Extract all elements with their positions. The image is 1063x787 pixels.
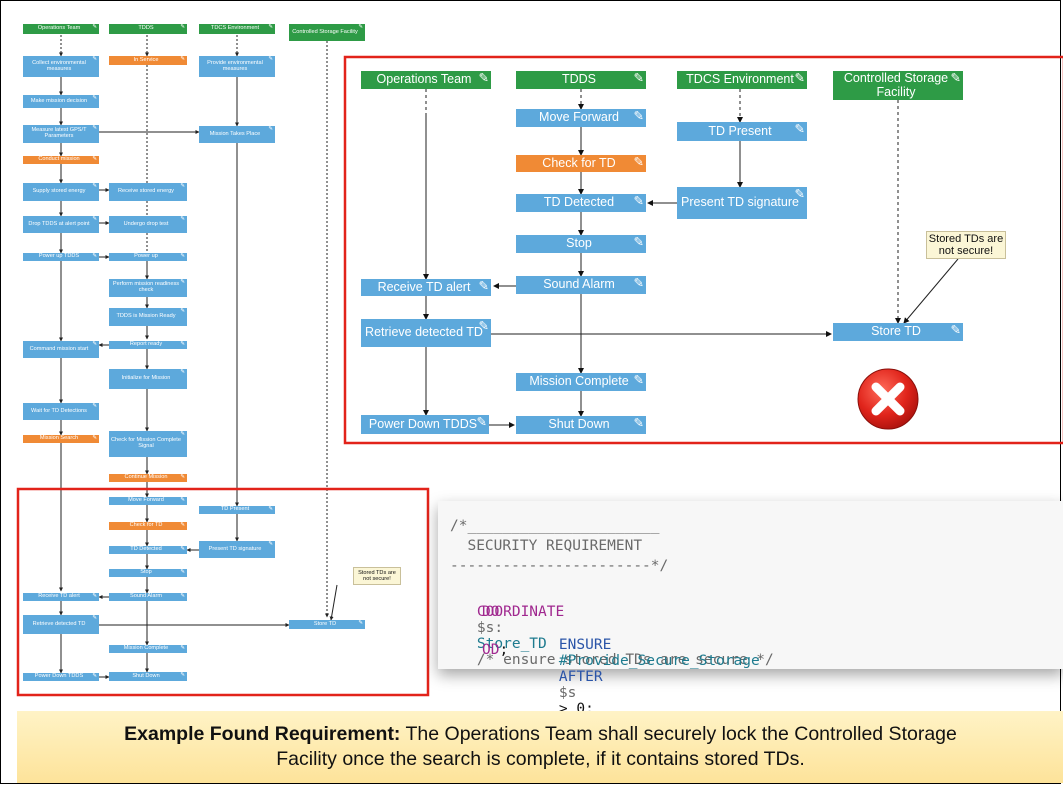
code-inline-comment: /* ensure stored TDs are secure */ bbox=[476, 652, 774, 668]
zoom-node-store-td[interactable]: Store TD✎ bbox=[833, 323, 963, 341]
code-target: #Provide_Secure_Storage bbox=[558, 653, 760, 669]
zoom-note-not-secure: Stored TDs are not secure! bbox=[926, 231, 1006, 259]
code-keyword-ensure: ENSURE bbox=[558, 637, 612, 653]
overview-lane-controlled-storage[interactable]: Controlled Storage Facility✎ bbox=[289, 24, 365, 41]
security-requirement-code: /*______________________ SECURITY REQUIR… bbox=[438, 501, 1063, 717]
banner-line-1: Example Found Requirement: The Operation… bbox=[124, 722, 957, 747]
code-keyword-coordinate: COORDINATE bbox=[476, 604, 565, 620]
overview-node-wait[interactable]: Wait for TD Detections✎ bbox=[23, 403, 99, 420]
banner-label: Example Found Requirement: bbox=[124, 723, 401, 745]
overview-node-receive-alert[interactable]: Receive TD alert✎ bbox=[23, 593, 99, 601]
overview-node-mission-search[interactable]: Mission Search✎ bbox=[23, 435, 99, 443]
overview-node-make-mission[interactable]: Make mission decision✎ bbox=[23, 95, 99, 108]
code-event: Store_TD bbox=[476, 636, 547, 652]
overview-node-stop[interactable]: Stop✎ bbox=[109, 569, 187, 577]
zoom-node-retrieve[interactable]: Retrieve detected TD✎ bbox=[361, 319, 491, 347]
code-comment-rule-top: /*______________________ bbox=[450, 518, 660, 534]
overview-node-power-down[interactable]: Power Down TDDS✎ bbox=[23, 673, 99, 681]
overview-node-collect[interactable]: Collect environmental measures✎ bbox=[23, 56, 99, 77]
overview-node-power-up[interactable]: Power up✎ bbox=[109, 253, 187, 261]
code-keyword-after: AFTER bbox=[558, 669, 603, 685]
banner-text-1: The Operations Team shall securely lock … bbox=[405, 723, 957, 745]
overview-node-power-up-tdds[interactable]: Power up TDDS✎ bbox=[23, 253, 99, 261]
overview-node-td-detected[interactable]: TD Detected✎ bbox=[109, 546, 187, 554]
error-x-icon bbox=[857, 368, 919, 430]
overview-node-undergo[interactable]: Undergo drop test✎ bbox=[109, 216, 187, 233]
zoom-lane-operations-team[interactable]: Operations Team✎ bbox=[361, 71, 491, 89]
zoom-lane-tdcs-environment[interactable]: TDCS Environment✎ bbox=[677, 71, 807, 89]
code-semicolon: ; bbox=[499, 642, 509, 658]
zoom-node-stop[interactable]: Stop✎ bbox=[516, 235, 646, 253]
overview-lane-operations-team[interactable]: Operations Team✎ bbox=[23, 24, 99, 34]
code-keyword-do: DO bbox=[482, 604, 500, 620]
zoom-node-check-td[interactable]: Check for TD✎ bbox=[516, 155, 646, 172]
overview-node-continue[interactable]: Continue Mission✎ bbox=[109, 474, 187, 482]
overview-node-present-sig[interactable]: Present TD signature✎ bbox=[199, 541, 275, 558]
zoom-lane-tdds[interactable]: TDDS✎ bbox=[516, 71, 646, 89]
zoom-node-sound-alarm[interactable]: Sound Alarm✎ bbox=[516, 276, 646, 294]
code-comment-title: SECURITY REQUIREMENT bbox=[450, 538, 643, 554]
overview-node-store-td[interactable]: Store TD✎ bbox=[289, 620, 365, 629]
code-var: $s bbox=[558, 685, 577, 701]
overview-node-receive-energy[interactable]: Receive stored energy✎ bbox=[109, 183, 187, 201]
overview-node-in-service[interactable]: In Service✎ bbox=[109, 56, 187, 65]
code-keyword-od: OD bbox=[482, 642, 500, 658]
overview-node-perform[interactable]: Perform mission readiness check✎ bbox=[109, 279, 187, 297]
overview-node-td-present[interactable]: TD Present✎ bbox=[199, 506, 275, 514]
overview-node-move-forward[interactable]: Move Forward✎ bbox=[109, 497, 187, 505]
overview-node-mission-complete[interactable]: Mission Complete✎ bbox=[109, 645, 187, 653]
zoom-node-mission-complete[interactable]: Mission Complete✎ bbox=[516, 373, 646, 391]
zoom-node-move-forward[interactable]: Move Forward✎ bbox=[516, 109, 646, 127]
code-var-decl: $s: bbox=[476, 620, 504, 636]
overview-node-command[interactable]: Command mission start✎ bbox=[23, 341, 99, 358]
zoom-node-power-down[interactable]: Power Down TDDS✎ bbox=[361, 415, 489, 434]
overview-node-tdds-ready[interactable]: TDDS is Mission Ready✎ bbox=[109, 308, 187, 326]
zoom-node-present-sig[interactable]: Present TD signature✎ bbox=[677, 187, 807, 219]
requirement-banner: Example Found Requirement: The Operation… bbox=[17, 711, 1063, 783]
overview-node-sound-alarm[interactable]: Sound Alarm✎ bbox=[109, 593, 187, 601]
overview-note-not-secure: Stored TDs are not secure! bbox=[353, 567, 401, 585]
overview-node-check-complete[interactable]: Check for Mission Complete Signal✎ bbox=[109, 431, 187, 457]
overview-node-provide-env[interactable]: Provide environmental measures✎ bbox=[199, 56, 275, 77]
zoom-node-shut-down[interactable]: Shut Down✎ bbox=[516, 416, 646, 434]
code-comment-rule-bottom: -----------------------*/ bbox=[450, 558, 669, 574]
overview-node-shut-down[interactable]: Shut Down✎ bbox=[109, 672, 187, 681]
overview-node-conduct[interactable]: Conduct mission✎ bbox=[23, 156, 99, 164]
zoom-lane-controlled-storage[interactable]: Controlled Storage Facility✎ bbox=[833, 71, 963, 100]
zoom-node-receive-alert[interactable]: Receive TD alert✎ bbox=[361, 279, 491, 296]
zoom-node-td-detected[interactable]: TD Detected✎ bbox=[516, 194, 646, 212]
banner-line-2: Facility once the search is complete, if… bbox=[276, 748, 805, 770]
zoom-node-td-present[interactable]: TD Present✎ bbox=[677, 122, 807, 141]
overview-lane-tdds[interactable]: TDDS✎ bbox=[109, 24, 187, 34]
overview-node-mission-takes-place[interactable]: Mission Takes Place✎ bbox=[199, 126, 275, 143]
overview-node-check-td[interactable]: Check for TD✎ bbox=[109, 522, 187, 530]
overview-node-measure[interactable]: Measure latest GPS/T Parameters✎ bbox=[23, 125, 99, 143]
overview-node-supply[interactable]: Supply stored energy✎ bbox=[23, 183, 99, 201]
overview-node-drop[interactable]: Drop TDDS at alert point✎ bbox=[23, 216, 99, 233]
overview-node-initialize[interactable]: Initialize for Mission✎ bbox=[109, 369, 187, 389]
overview-lane-tdcs-environment[interactable]: TDCS Environment✎ bbox=[199, 24, 275, 34]
overview-node-retrieve[interactable]: Retrieve detected TD✎ bbox=[23, 615, 99, 634]
overview-node-report[interactable]: Report ready✎ bbox=[109, 341, 187, 349]
